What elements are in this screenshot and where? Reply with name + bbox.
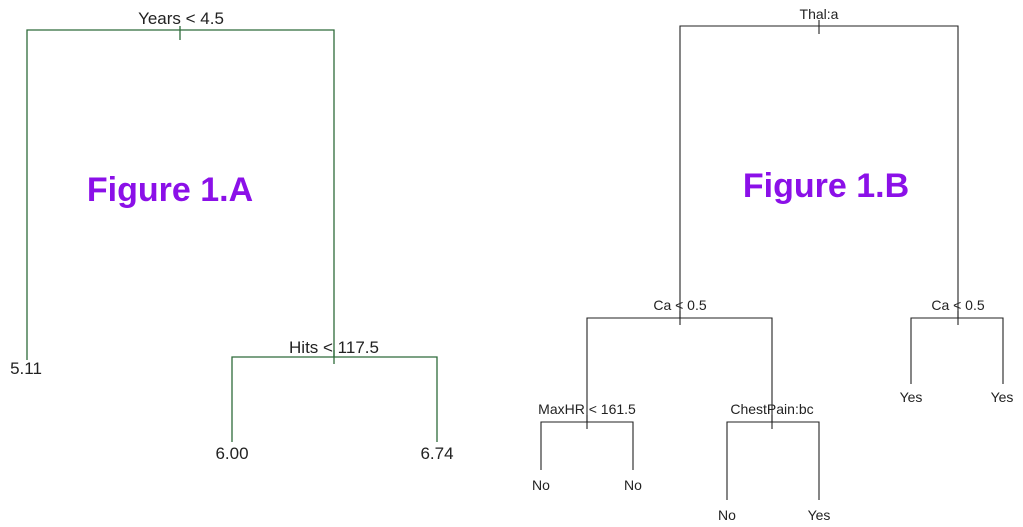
- tree-b-maxhr-left-leaf: No: [532, 477, 550, 493]
- tree-b: Thal:a Ca < 0.5 Ca < 0.5 MaxHR < 161.5 C…: [532, 6, 1013, 523]
- tree-b-right-right-leaf: Yes: [991, 389, 1014, 405]
- tree-b-right-ca-branch: [910, 317, 1004, 384]
- tree-b-chestpain-label: ChestPain:bc: [730, 401, 813, 417]
- tree-a-hits-split-label: Hits < 117.5: [289, 338, 379, 357]
- tree-a-root-split-label: Years < 4.5: [138, 9, 224, 28]
- tree-b-chestpain-left-leaf: No: [718, 507, 736, 523]
- tree-b-root-split-label: Thal:a: [800, 6, 839, 22]
- tree-b-chestpain-branch: [726, 421, 820, 500]
- tree-b-right-left-leaf: Yes: [900, 389, 923, 405]
- tree-b-chestpain-right-leaf: Yes: [808, 507, 831, 523]
- tree-a-hits-branch: [231, 356, 438, 442]
- figure-a-caption: Figure 1.A: [87, 171, 253, 209]
- tree-a-hits-right-leaf: 6.74: [420, 444, 453, 463]
- tree-b-right-ca-label: Ca < 0.5: [931, 297, 985, 313]
- tree-a: Years < 4.5 5.11 Hits < 117.5 6.00 6.74 …: [10, 9, 453, 463]
- tree-b-maxhr-label: MaxHR < 161.5: [538, 401, 636, 417]
- tree-a-hits-left-leaf: 6.00: [215, 444, 248, 463]
- tree-b-left-ca-label: Ca < 0.5: [653, 297, 707, 313]
- tree-b-maxhr-branch: [540, 421, 634, 470]
- figure-b-caption: Figure 1.B: [743, 167, 909, 205]
- tree-b-maxhr-right-leaf: No: [624, 477, 642, 493]
- tree-a-left-leaf: 5.11: [10, 359, 42, 378]
